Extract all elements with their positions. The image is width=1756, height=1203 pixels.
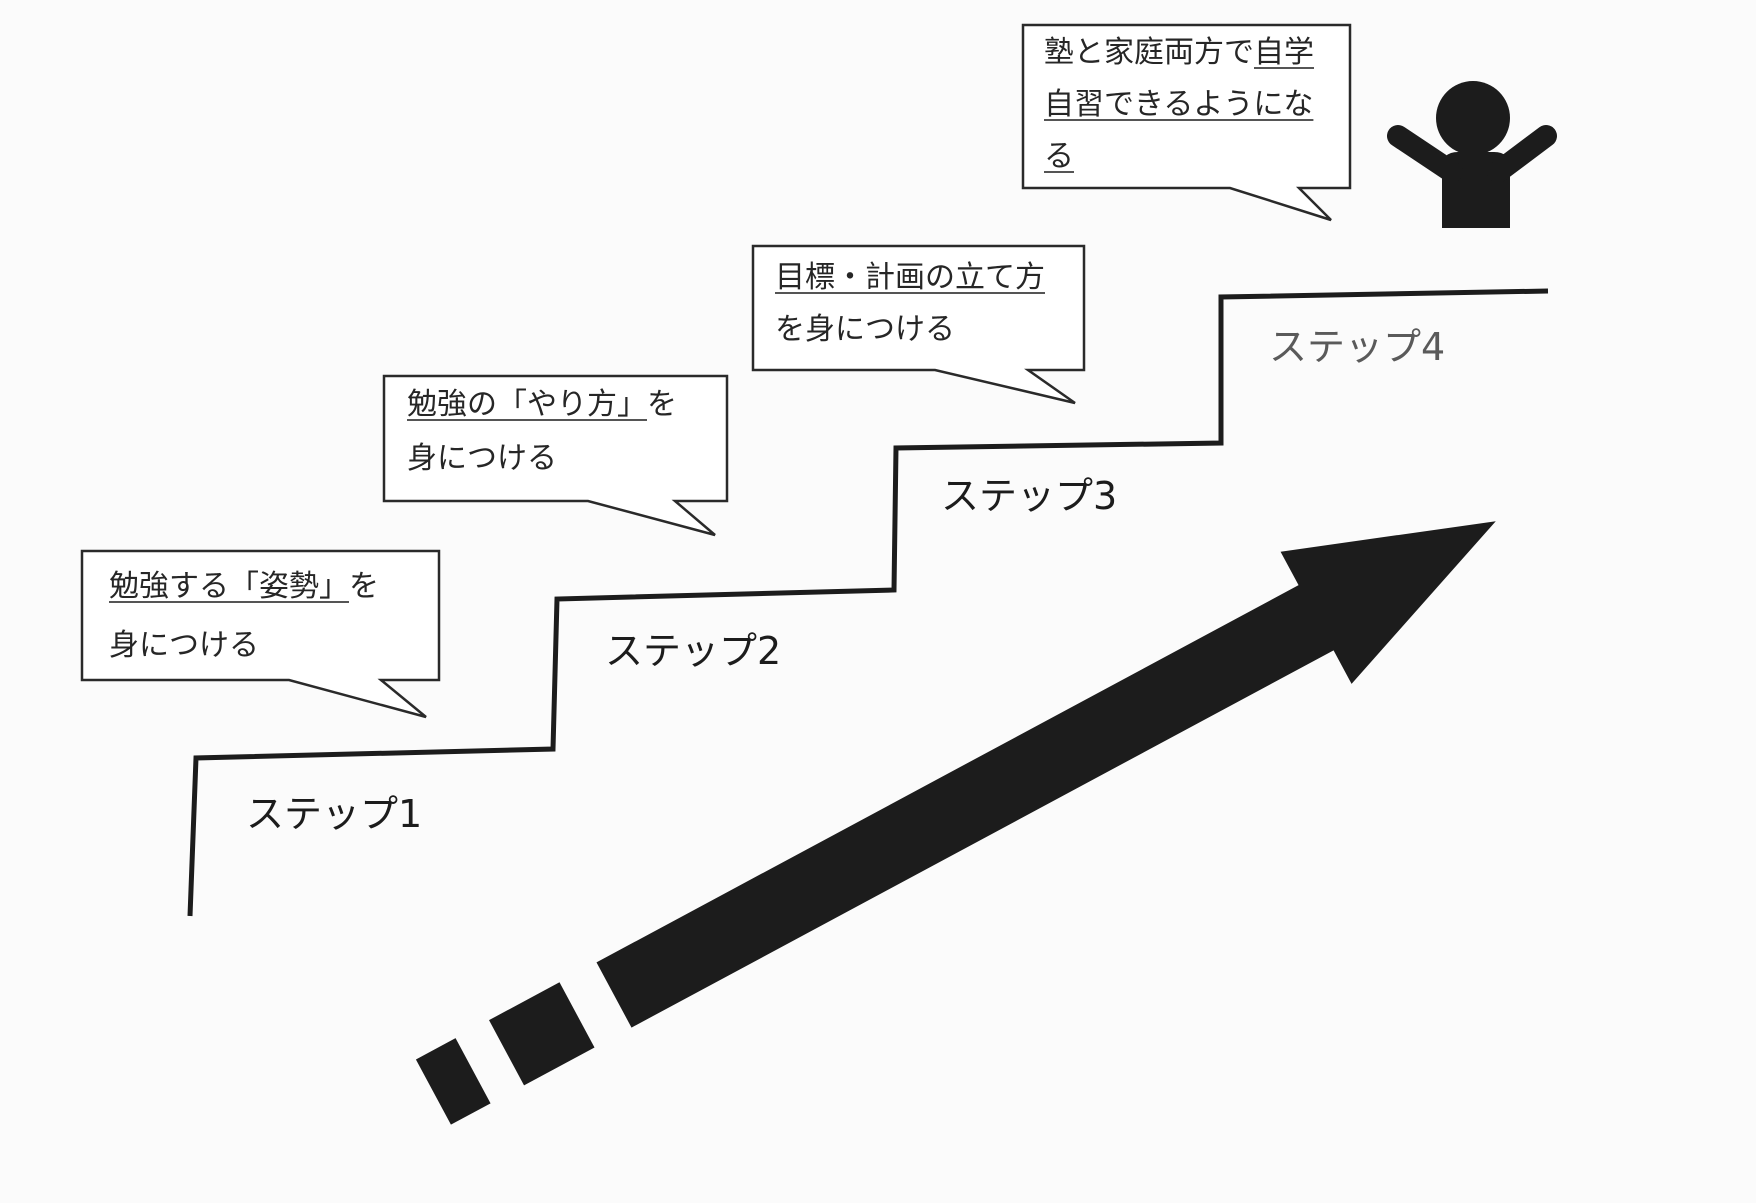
speech-bubble-step3 (751, 244, 1086, 405)
bubble-line-2: 自習できるようにな (1044, 79, 1314, 131)
bubble-line-1: 勉強の「やり方」を (407, 378, 677, 432)
bubble-underlined-text: 自習できるようにな (1044, 87, 1314, 122)
speech-bubble-text-step3: 目標・計画の立て方 を身につける (775, 252, 1045, 356)
bubble-line-1: 勉強する「姿勢」を (109, 557, 379, 616)
bubble-suffix-text: を (349, 569, 379, 604)
person-raising-arms-icon (1387, 81, 1557, 228)
rising-arrow-icon (415, 521, 1496, 1125)
bubble-prefix-text: 塾と家庭両方で (1044, 35, 1254, 70)
bubble-line-3: る (1044, 131, 1314, 183)
bubble-underlined-text: 目標・計画の立て方 (775, 260, 1045, 295)
bubble-line-2: 身につける (109, 628, 259, 663)
step-label-3: ステップ3 (941, 474, 1118, 518)
bubble-line-1: 塾と家庭両方で自学 (1044, 27, 1314, 79)
bubble-underlined-text: る (1044, 139, 1074, 174)
step-label-4: ステップ4 (1269, 325, 1446, 369)
arrow-dash-1 (415, 1038, 491, 1125)
person-right-arm (1487, 125, 1557, 183)
speech-bubble-step1 (80, 549, 441, 719)
speech-bubble-text-step1: 勉強する「姿勢」を 身につける (109, 557, 379, 675)
speech-bubble-text-step4: 塾と家庭両方で自学 自習できるようにな る (1044, 27, 1314, 183)
step-label-2: ステップ2 (605, 629, 782, 673)
person-left-arm (1387, 125, 1463, 183)
bubble-line-2: を身につける (775, 312, 955, 347)
arrow-body (596, 521, 1496, 1028)
bubble-underlined-text: 勉強の「やり方」 (407, 387, 647, 422)
speech-bubble-text-step2: 勉強の「やり方」を 身につける (407, 378, 677, 486)
speech-bubble-step4 (1021, 23, 1352, 222)
bubble-suffix-text: を (647, 387, 677, 422)
arrow-dash-2 (489, 982, 595, 1086)
person-head (1436, 81, 1510, 155)
step-label-1: ステップ1 (246, 792, 423, 836)
bubble-line-2: 身につける (407, 441, 557, 476)
speech-bubble-step2 (382, 374, 729, 537)
bubble-underlined-text: 自学 (1254, 35, 1314, 70)
staircase-line (187, 288, 1549, 917)
bubble-underlined-text: 勉強する「姿勢」 (109, 569, 349, 604)
bubble-line-1: 目標・計画の立て方 (775, 252, 1045, 304)
